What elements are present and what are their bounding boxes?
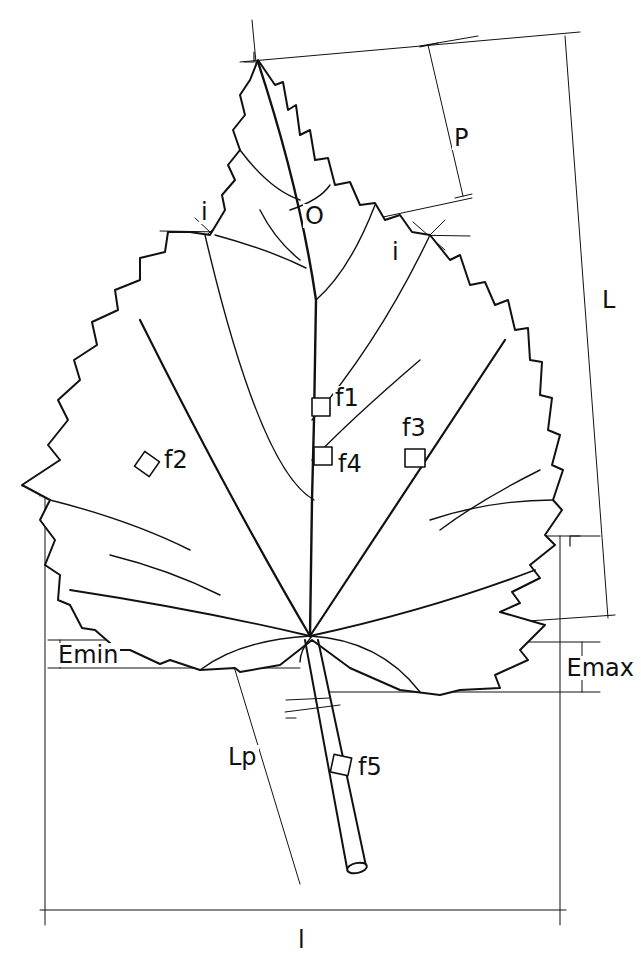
dimension-label: f5 — [356, 755, 384, 779]
dimension-label: l — [296, 928, 307, 952]
dimension-label: i — [199, 200, 210, 224]
dimension-label: P — [452, 126, 470, 150]
dimension-label: f3 — [400, 416, 428, 440]
dimension-label: Emax — [565, 656, 636, 680]
dimension-label: O — [303, 204, 326, 228]
dimension-label: L — [600, 288, 617, 312]
dimension-label: Lp — [226, 745, 259, 769]
dimension-label: f4 — [336, 452, 364, 476]
dimension-label: Emin — [56, 643, 120, 667]
dimension-label: i — [390, 240, 401, 264]
dimension-label: f1 — [333, 386, 361, 410]
dimension-label: f2 — [162, 448, 190, 472]
